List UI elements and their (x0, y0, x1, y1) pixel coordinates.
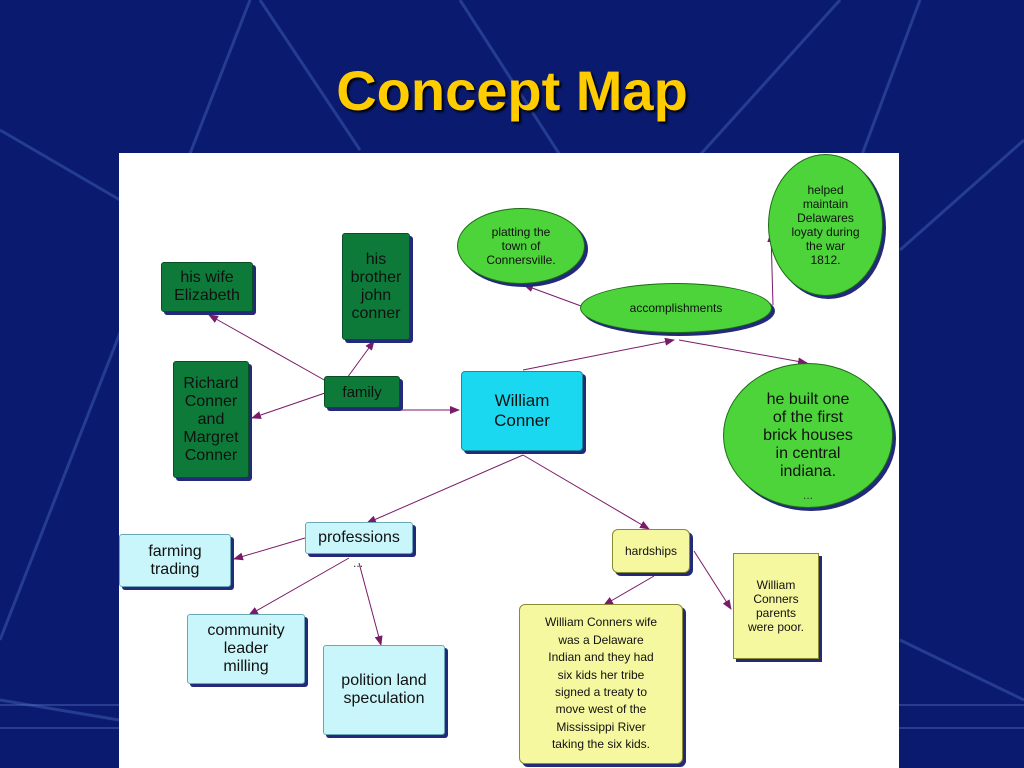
node-accomplishments-label: accomplishments (629, 301, 723, 315)
node-parents-poor: William Conners parents were poor. (733, 553, 819, 659)
node-wife: his wife Elizabeth (161, 262, 253, 312)
slide-title: Concept Map (336, 59, 688, 122)
link-hardships-poor (693, 550, 732, 610)
node-community-label: community leader milling (207, 622, 285, 675)
node-wife-story-label: William Conners wife was a Delaware Indi… (544, 615, 658, 752)
link-professions-community (248, 557, 350, 616)
professions-more-marker: ... (353, 556, 364, 570)
node-professions-label: professions (318, 529, 400, 546)
node-william-conner: William Conner (461, 371, 583, 451)
node-delawares-label: helped maintain Delawares loyaty during … (791, 183, 860, 267)
node-wife-label: his wife Elizabeth (174, 269, 240, 304)
link-william-accomplishments (522, 337, 675, 371)
link-william-professions (366, 454, 524, 524)
node-professions: professions (305, 522, 413, 554)
link-family-parents (251, 392, 326, 419)
concept-map-canvas: his wife Elizabeth his brother john conn… (119, 153, 899, 768)
link-hardships-story (603, 575, 655, 606)
node-parents-names: Richard Conner and Margret Conner (173, 361, 249, 478)
link-william-hardships (522, 454, 650, 530)
brick-more-marker: ... (803, 488, 814, 502)
node-farming-trading-label: farming trading (148, 542, 202, 578)
node-parents-names-label: Richard Conner and Margret Conner (183, 374, 239, 464)
node-william-conner-label: William Conner (494, 391, 550, 430)
node-family: family (324, 376, 400, 408)
node-farming-trading: farming trading (119, 534, 231, 587)
link-accomplishments-platting (523, 284, 582, 307)
node-family-label: family (342, 383, 382, 401)
community-more-marker: ... (239, 675, 250, 689)
node-platting-label: platting the town of Connersville. (486, 225, 556, 267)
node-community: community leader milling (187, 614, 305, 684)
link-professions-polition (358, 562, 383, 646)
node-parents-poor-label: William Conners parents were poor. (747, 578, 805, 634)
node-brick-houses-label: he built one of the first brick houses i… (763, 390, 853, 480)
node-brother: his brother john conner (342, 233, 410, 340)
node-delawares: helped maintain Delawares loyaty during … (768, 154, 883, 296)
node-accomplishments: accomplishments (580, 283, 772, 333)
node-brick-houses: he built one of the first brick houses i… (723, 363, 893, 508)
node-polition: polition land speculation (323, 645, 445, 735)
node-brother-label: his brother john conner (350, 250, 402, 322)
link-family-wife (208, 314, 327, 382)
node-hardships: hardships (612, 529, 690, 573)
link-accomplishments-brick (678, 339, 808, 366)
node-hardships-label: hardships (624, 544, 678, 558)
node-polition-label: polition land speculation (341, 672, 427, 707)
node-wife-story: William Conners wife was a Delaware Indi… (519, 604, 683, 764)
link-professions-farming (233, 537, 306, 561)
node-platting: platting the town of Connersville. (457, 208, 585, 284)
link-family-brother (346, 340, 375, 379)
